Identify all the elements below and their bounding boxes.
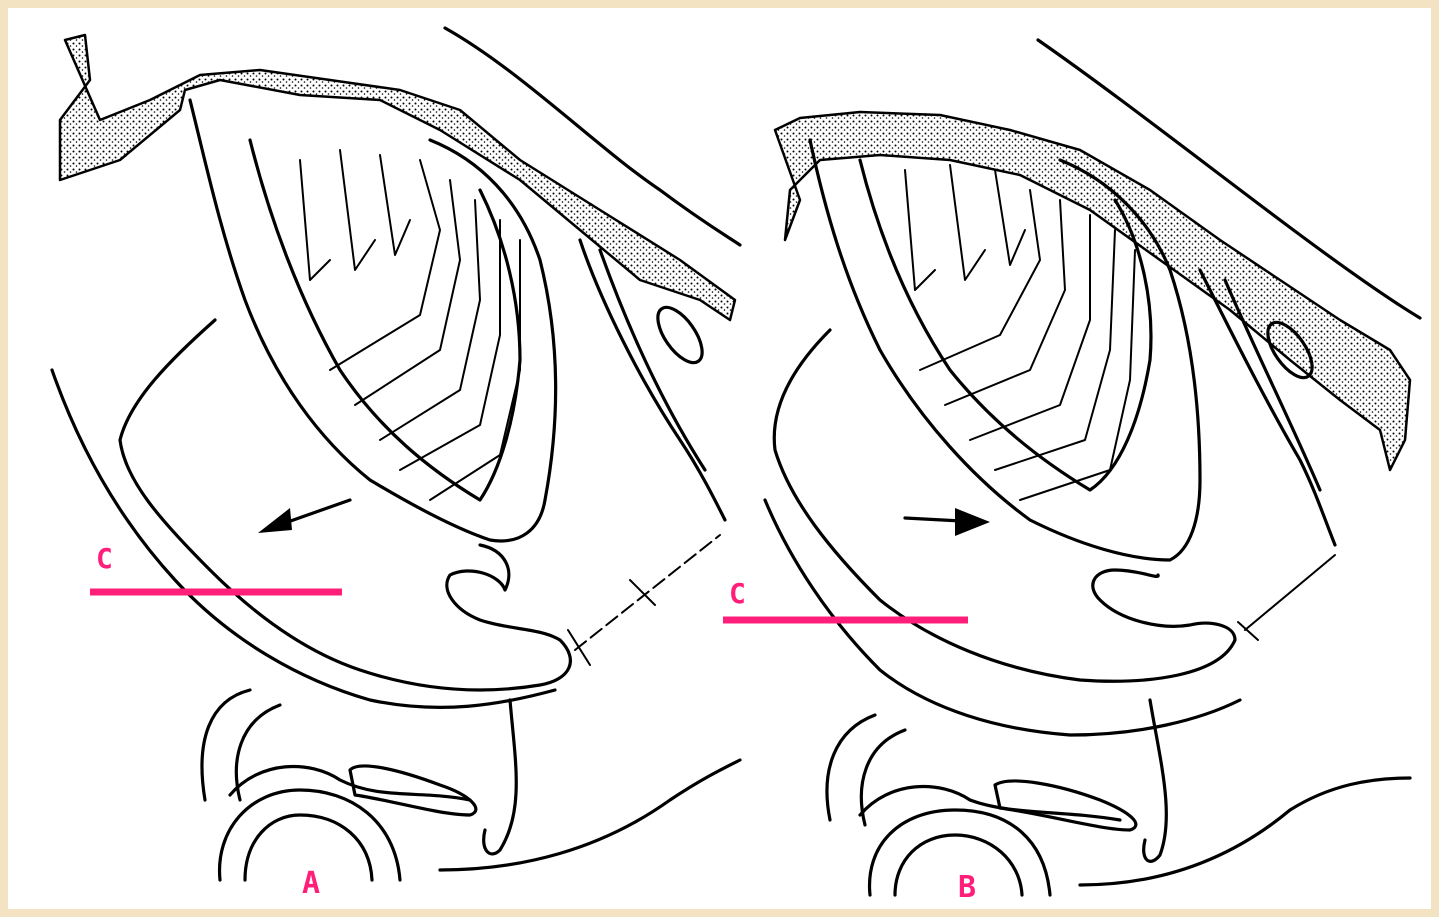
panel-a-chin-line (440, 760, 740, 870)
panel-b-lower-lobe (995, 781, 1136, 830)
panel-b-tick-1 (1238, 622, 1258, 640)
panel-b-arrow-right-icon (905, 508, 990, 536)
panel-b-reference-label: C (729, 577, 746, 610)
panel-a-label: A (302, 866, 320, 901)
panel-a-pulp-oval (649, 300, 710, 370)
panel-a-lower-curve-2 (236, 705, 280, 800)
panel-a (52, 28, 740, 880)
panel-b-lower-curve-2 (861, 730, 905, 825)
panel-a-bone-shelf (60, 35, 735, 320)
panel-b-label: B (958, 870, 976, 905)
panel-a-tick-2 (630, 580, 655, 605)
panel-b (723, 40, 1420, 895)
panel-a-reference-label: C (96, 542, 113, 575)
panel-b-measure-line (1245, 555, 1335, 630)
panel-a-lower-tooth (484, 700, 517, 854)
panel-a-arrow-left-icon (258, 500, 350, 533)
panel-a-measure-line (575, 535, 720, 650)
